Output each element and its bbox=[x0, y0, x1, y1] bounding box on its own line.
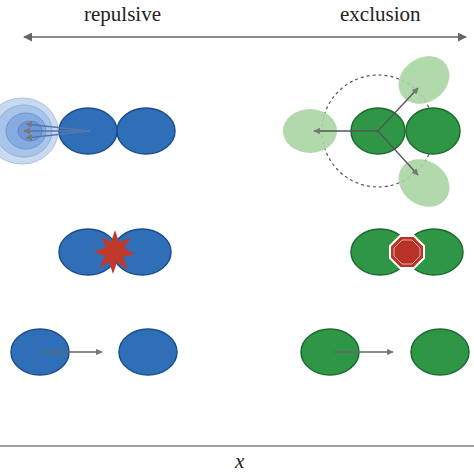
motion-arrow bbox=[42, 351, 102, 352]
collision-star bbox=[94, 230, 135, 274]
ghost-particle bbox=[389, 149, 458, 216]
stop-sign bbox=[390, 236, 424, 268]
motion-arrow bbox=[332, 351, 393, 352]
stop-sign-rim bbox=[394, 240, 420, 264]
green-particle bbox=[406, 108, 460, 154]
column-heading: exclusion bbox=[340, 4, 420, 25]
x-axis bbox=[0, 445, 474, 446]
column-heading: repulsive bbox=[84, 4, 161, 25]
blue-particle bbox=[117, 108, 175, 154]
blue-particle bbox=[119, 329, 177, 375]
green-particle bbox=[411, 329, 469, 375]
range-arrow bbox=[24, 36, 466, 38]
repulsion-arrows bbox=[24, 124, 90, 138]
axis-label: x bbox=[235, 451, 244, 472]
ghost-particle bbox=[389, 46, 458, 113]
jump-arrows bbox=[314, 88, 418, 175]
